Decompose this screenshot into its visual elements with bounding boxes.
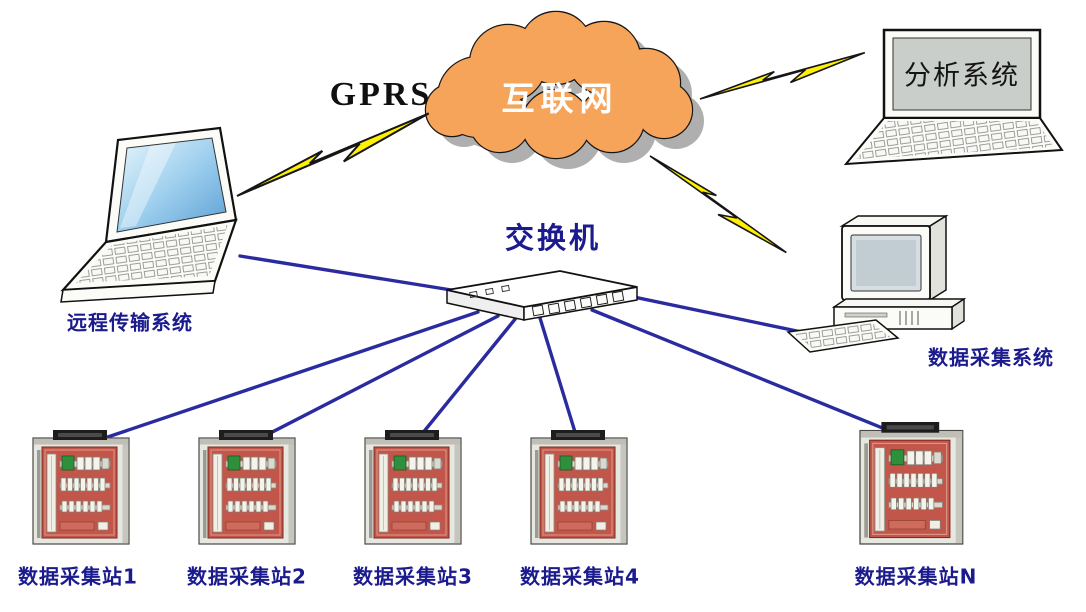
switch-ports xyxy=(531,290,625,317)
station-label-4: 数据采集站4 xyxy=(520,564,640,589)
connection-line-laptop-switch xyxy=(238,254,472,295)
lightning-bolt-icon-right xyxy=(699,48,866,103)
station-cabinet-4-icon xyxy=(530,429,628,545)
connection-line-switch-station1 xyxy=(82,310,480,447)
station-cabinet-2-icon xyxy=(198,429,296,545)
station-cabinet-n-icon xyxy=(859,421,964,545)
connection-lines xyxy=(82,254,914,447)
station-cabinet-3-icon xyxy=(364,429,462,545)
station-label-n: 数据采集站N xyxy=(854,564,978,589)
data-acquisition-system-label: 数据采集系统 xyxy=(928,345,1054,370)
station-label-3: 数据采集站3 xyxy=(353,564,473,589)
connection-line-switch-station2 xyxy=(245,314,500,447)
connection-line-switch-stationN xyxy=(590,308,914,442)
station-label-2: 数据采集站2 xyxy=(187,564,307,589)
switch-top-marks xyxy=(469,284,510,299)
remote-transmission-label: 远程传输系统 xyxy=(67,310,193,335)
connection-line-switch-station3 xyxy=(411,316,518,447)
laptop-icon xyxy=(60,126,238,303)
lightning-bolt-icon-left xyxy=(229,112,437,197)
network-switch-icon xyxy=(446,270,638,321)
station-cabinet-1-icon xyxy=(32,429,130,545)
connection-line-switch-station4 xyxy=(538,316,581,447)
analysis-system-label: 分析系统 xyxy=(904,60,1020,92)
lightning-bolt-icon-down xyxy=(649,125,788,283)
switch-label: 交换机 xyxy=(504,221,602,255)
analysis-computer-icon xyxy=(843,28,1064,166)
station-label-1: 数据采集站1 xyxy=(18,564,138,589)
gprs-label: GPRS xyxy=(329,76,433,113)
connection-line-switch-desktop xyxy=(632,295,818,337)
internet-cloud-label: 互联网 xyxy=(501,79,619,118)
desktop-computer-icon xyxy=(786,214,967,353)
